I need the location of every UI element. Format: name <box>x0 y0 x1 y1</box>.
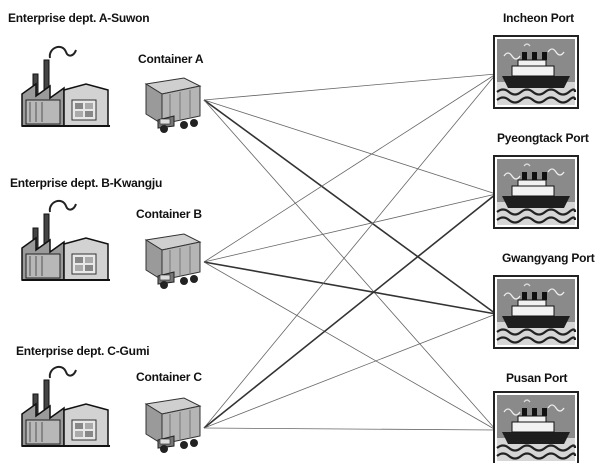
connection-line <box>203 313 497 429</box>
factory-icon <box>21 365 111 447</box>
enterprise-label-c: Enterprise dept. C-Gumi <box>16 344 150 358</box>
container-label-c: Container C <box>136 370 202 384</box>
connection-line <box>203 73 497 429</box>
connection-line <box>203 99 497 195</box>
connection-line <box>203 99 497 315</box>
connection-line <box>203 261 497 315</box>
connection-line <box>203 73 497 263</box>
port-label-incheon: Incheon Port <box>503 11 574 25</box>
port-label-pyeongtack: Pyeongtack Port <box>497 131 589 145</box>
container-truck-icon <box>145 397 201 454</box>
port-ship-icon <box>492 154 580 230</box>
connection-line <box>203 99 497 431</box>
container-truck-icon <box>145 233 201 290</box>
port-label-gwangyang: Gwangyang Port <box>502 251 595 265</box>
connection-lines <box>203 73 497 431</box>
port-label-pusan: Pusan Port <box>506 371 568 385</box>
factory-icon <box>21 45 111 127</box>
connection-line <box>203 427 497 431</box>
container-truck-icon <box>145 77 201 134</box>
port-ship-icon <box>492 390 580 463</box>
connection-line <box>203 193 497 429</box>
port-ship-icon <box>492 274 580 350</box>
container-label-a: Container A <box>138 52 204 66</box>
factory-icon <box>21 199 111 281</box>
connection-line <box>203 73 497 101</box>
connection-line <box>203 261 497 431</box>
container-label-b: Container B <box>136 207 202 221</box>
enterprise-label-b: Enterprise dept. B-Kwangju <box>10 176 163 190</box>
enterprise-label-a: Enterprise dept. A-Suwon <box>8 11 150 25</box>
connection-line <box>203 193 497 263</box>
port-ship-icon <box>492 34 580 110</box>
